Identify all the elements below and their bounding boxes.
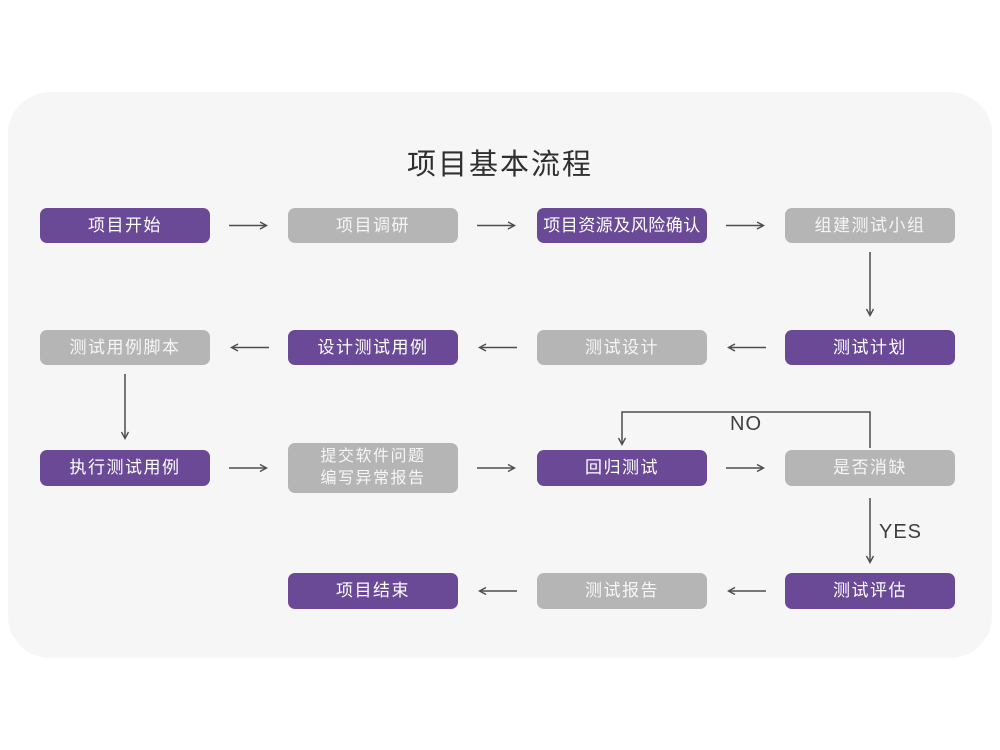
no-branch-label: NO: [730, 413, 762, 435]
arrow-no-loop: [622, 411, 871, 448]
node-design-test-case: 设计测试用例: [288, 330, 458, 365]
node-test-design: 测试设计: [537, 330, 707, 365]
node-defect-cleared: 是否消缺: [785, 450, 955, 486]
diagram-title: 项目基本流程: [406, 149, 593, 181]
node-test-case-script: 测试用例脚本: [40, 330, 210, 365]
node-form-test-team: 组建测试小组: [785, 208, 955, 243]
node-submit-issue-report: 提交软件问题 编写异常报告: [288, 443, 458, 493]
node-regression-test: 回归测试: [537, 450, 707, 486]
node-execute-test-case: 执行测试用例: [40, 450, 210, 486]
node-test-report: 测试报告: [537, 573, 707, 609]
node-project-start: 项目开始: [40, 208, 210, 243]
node-project-research: 项目调研: [288, 208, 458, 243]
node-test-plan: 测试计划: [785, 330, 955, 365]
node-test-evaluation: 测试评估: [785, 573, 955, 609]
yes-branch-label: YES: [879, 521, 923, 543]
node-project-end: 项目结束: [288, 573, 458, 609]
node-resources-risk-confirm: 项目资源及风险确认: [537, 208, 707, 243]
flowchart-card: [8, 92, 992, 658]
